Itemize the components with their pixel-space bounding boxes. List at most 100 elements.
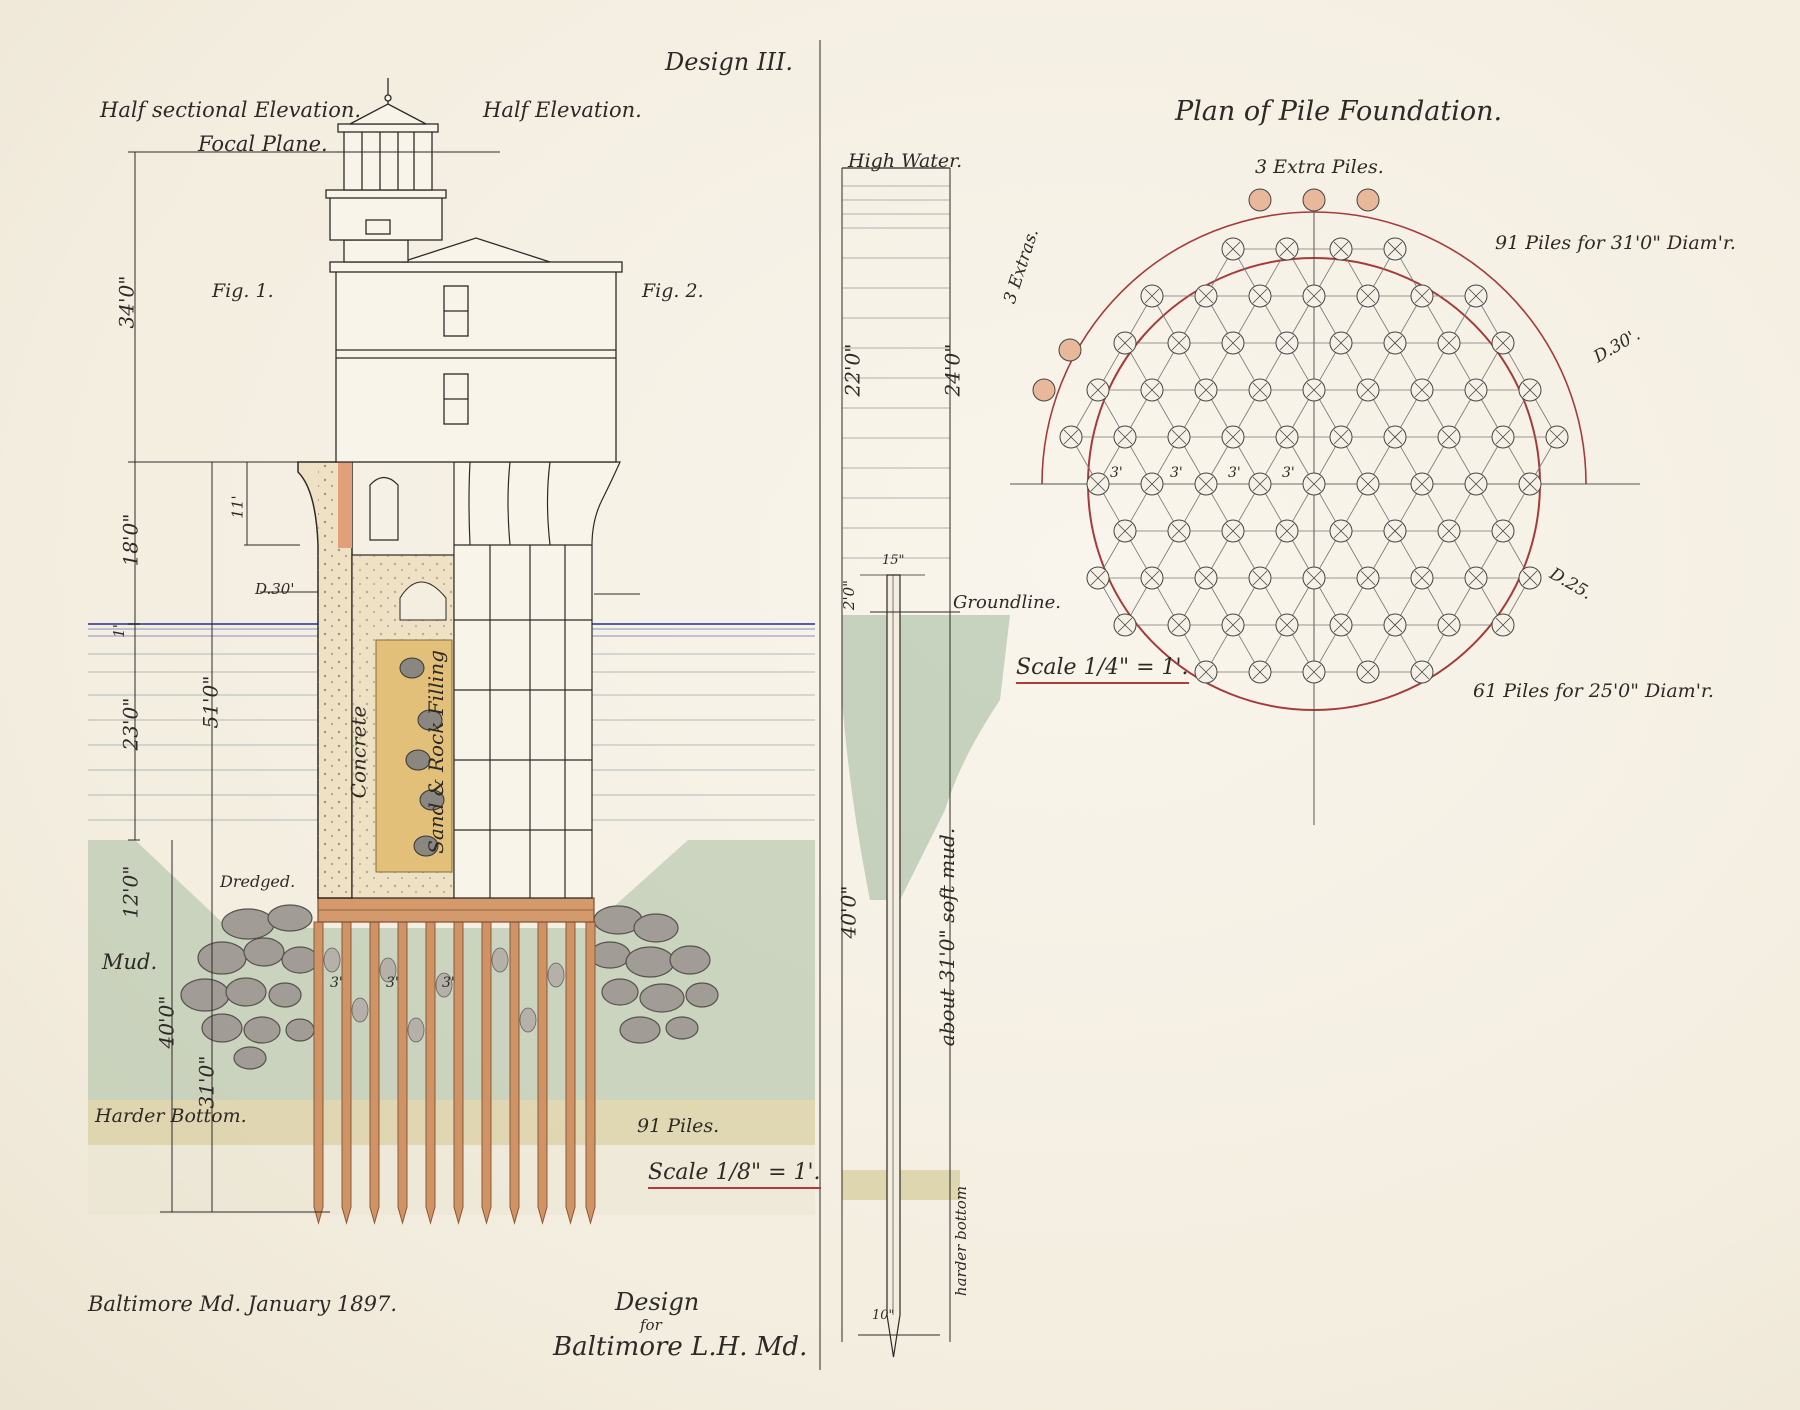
- plan-pile: [1167, 425, 1191, 449]
- plan-pile: [1194, 378, 1218, 402]
- plan-pile: [1356, 378, 1380, 402]
- plan-pile: [1464, 378, 1488, 402]
- plan-pile: [1383, 237, 1407, 261]
- plan-pile: [1275, 331, 1299, 355]
- mud-label: Mud.: [102, 950, 158, 974]
- dim-40ft-pile: 40'0": [836, 885, 861, 939]
- plan-pile: [1329, 425, 1353, 449]
- plan-pile: [1383, 519, 1407, 543]
- groundline-label: Groundline.: [953, 592, 1062, 613]
- sand-rock-label: Sand & Rock Filling: [423, 650, 448, 854]
- plan-pile: [1491, 613, 1515, 637]
- dim-23ft: 23'0": [118, 697, 143, 751]
- plan-title: Plan of Pile Foundation.: [1175, 96, 1503, 127]
- plan-pile: [1383, 331, 1407, 355]
- plan-extra-pile: [1248, 188, 1272, 212]
- plan-pile: [1329, 237, 1353, 261]
- plan-pile: [1518, 566, 1542, 590]
- elevation-d30-label: D.30': [255, 580, 295, 598]
- plan-pile: [1113, 519, 1137, 543]
- place-date: Baltimore Md. January 1897.: [88, 1292, 398, 1316]
- plan-pile: [1437, 331, 1461, 355]
- tower: [325, 78, 623, 463]
- pile-detail: [819, 40, 1010, 1370]
- plan-pile: [1356, 284, 1380, 308]
- plan-pile: [1059, 425, 1083, 449]
- caisson-section: [297, 461, 455, 899]
- plan-pile: [1248, 378, 1272, 402]
- plan-pile: [1302, 566, 1326, 590]
- focal-plane-label: Focal Plane.: [198, 132, 328, 156]
- soft-mud-label: about 31'0" soft mud.: [935, 827, 960, 1047]
- plan-pile: [1221, 425, 1245, 449]
- plan-pile: [1113, 613, 1137, 637]
- plan-pile: [1221, 331, 1245, 355]
- plan-pile: [1140, 284, 1164, 308]
- plan-pile: [1140, 378, 1164, 402]
- high-water-label: High Water.: [848, 150, 963, 172]
- plan-pile: [1491, 519, 1515, 543]
- dim-51ft: 51'0": [198, 675, 223, 729]
- plan-pile: [1221, 613, 1245, 637]
- dim-18ft: 18'0": [118, 513, 143, 567]
- plan-pile: [1302, 284, 1326, 308]
- plan-pile: [1491, 425, 1515, 449]
- plan-pile: [1410, 472, 1434, 496]
- dim-40ft: 40'0": [154, 995, 179, 1049]
- plan-pile: [1221, 519, 1245, 543]
- plan-pile: [1518, 472, 1542, 496]
- plan-pile: [1437, 613, 1461, 637]
- plan-pile: [1167, 331, 1191, 355]
- dim-2ft: 2'0": [840, 579, 859, 611]
- plan-pile: [1410, 284, 1434, 308]
- dim-1ft: 1': [109, 624, 128, 638]
- plan-pile: [1302, 472, 1326, 496]
- piles-91-label: 91 Piles for 31'0" Diam'r.: [1495, 232, 1736, 254]
- plan-extra-pile: [1356, 188, 1380, 212]
- plan-extra-pile: [1032, 378, 1056, 402]
- plan-pile: [1275, 237, 1299, 261]
- pile-spacing-label: 3': [386, 975, 399, 991]
- dim-34ft: 34'0": [114, 275, 139, 329]
- plan-pile: [1356, 472, 1380, 496]
- plan-pile: [1113, 331, 1137, 355]
- plan-spacing-label: 3': [1170, 465, 1183, 481]
- plan-pile: [1194, 660, 1218, 684]
- plan-spacing-label: 3': [1282, 465, 1295, 481]
- half-elevation-label: Half Elevation.: [483, 98, 642, 122]
- plan-pile: [1194, 284, 1218, 308]
- plan-pile: [1329, 519, 1353, 543]
- plan-pile: [1248, 472, 1272, 496]
- plan-pile: [1302, 660, 1326, 684]
- plan-pile: [1356, 566, 1380, 590]
- plan-pile: [1194, 566, 1218, 590]
- plan-pile: [1248, 566, 1272, 590]
- plan-pile: [1167, 519, 1191, 543]
- plan-pile: [1086, 472, 1110, 496]
- plan-pile: [1302, 378, 1326, 402]
- left-dimensions: [128, 151, 640, 1213]
- dim-11ft: 11': [228, 495, 247, 519]
- plan-pile: [1275, 425, 1299, 449]
- caisson-elevation: [453, 461, 621, 899]
- plan-pile: [1167, 613, 1191, 637]
- pile-spacing-label: 3': [330, 975, 343, 991]
- dim-24ft: 24'0": [940, 343, 965, 397]
- dim-22ft: 22'0": [840, 343, 865, 397]
- dim-31ft: 31'0": [194, 1055, 219, 1109]
- plan-pile: [1221, 237, 1245, 261]
- dredged-label: Dredged.: [220, 872, 296, 891]
- plan-extra-pile: [1302, 188, 1326, 212]
- piles-count-label: 91 Piles.: [637, 1115, 720, 1137]
- plan-pile: [1383, 425, 1407, 449]
- plan-extra-pile: [1058, 338, 1082, 362]
- pile-spacing-label: 3': [442, 975, 455, 991]
- plan-pile: [1275, 519, 1299, 543]
- plan-pile: [1383, 613, 1407, 637]
- extra-piles-label: 3 Extra Piles.: [1255, 156, 1384, 178]
- plan-pile: [1275, 613, 1299, 637]
- plan-pile: [1086, 566, 1110, 590]
- plan-pile: [1329, 331, 1353, 355]
- plan-pile: [1464, 566, 1488, 590]
- plan-pile: [1464, 284, 1488, 308]
